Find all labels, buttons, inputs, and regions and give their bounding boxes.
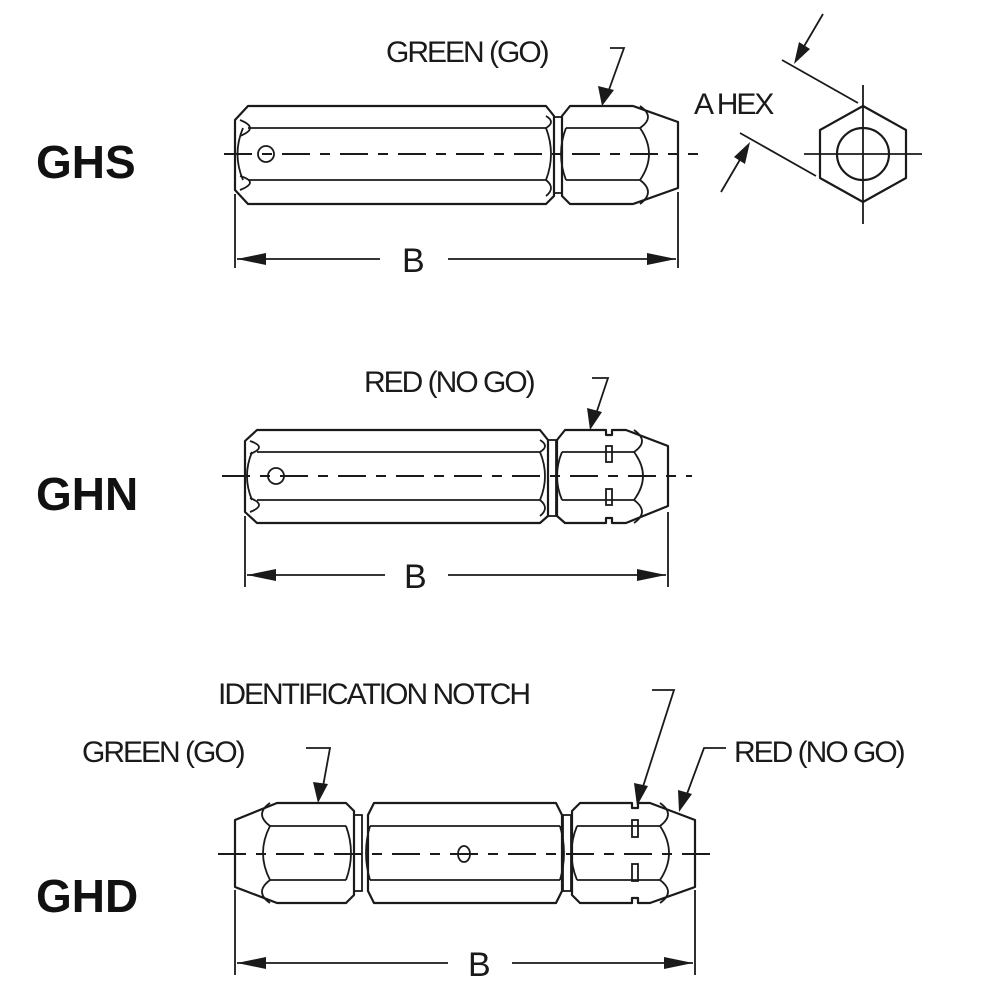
callout-red-no-go-ghn: RED (NO GO) <box>364 366 535 399</box>
ghs-gauge: GHS GREEN (GO) B <box>36 13 922 280</box>
callout-identification-notch: IDENTIFICATION NOTCH <box>218 678 529 711</box>
ghd-notch-lower <box>631 863 639 882</box>
hex-end-view: A HEX <box>694 13 922 224</box>
callout-red-no-go-ghd: RED (NO GO) <box>734 736 905 769</box>
ghd-nogo-member <box>570 801 697 905</box>
ghn-notch-lower <box>605 488 613 506</box>
ghn-notch-upper <box>605 445 613 463</box>
ghs-hole <box>257 145 275 163</box>
ghn-nogo-member <box>555 428 670 525</box>
model-label-ghn: GHN <box>36 468 138 520</box>
dimension-b-ghn: B <box>404 558 427 596</box>
callout-green-go-ghs: GREEN (GO) <box>386 36 549 69</box>
ghd-gauge: GHD IDENTIFICATION NOTCH GREEN (GO) RED … <box>36 678 907 984</box>
ghs-handle <box>233 104 556 206</box>
ghd-handle <box>366 801 564 905</box>
ghd-notch-upper <box>631 819 639 838</box>
dimension-b-ghs: B <box>402 242 425 280</box>
model-label-ghd: GHD <box>36 870 138 922</box>
ghn-gauge: GHN RED (NO GO) B <box>36 366 692 596</box>
callout-green-go-ghd: GREEN (GO) <box>82 736 245 769</box>
dimension-b-ghd: B <box>468 946 491 984</box>
callout-a-hex: A HEX <box>694 88 774 121</box>
model-label-ghs: GHS <box>36 136 136 188</box>
ghn-handle <box>243 428 550 525</box>
ghd-go-member <box>233 801 356 905</box>
